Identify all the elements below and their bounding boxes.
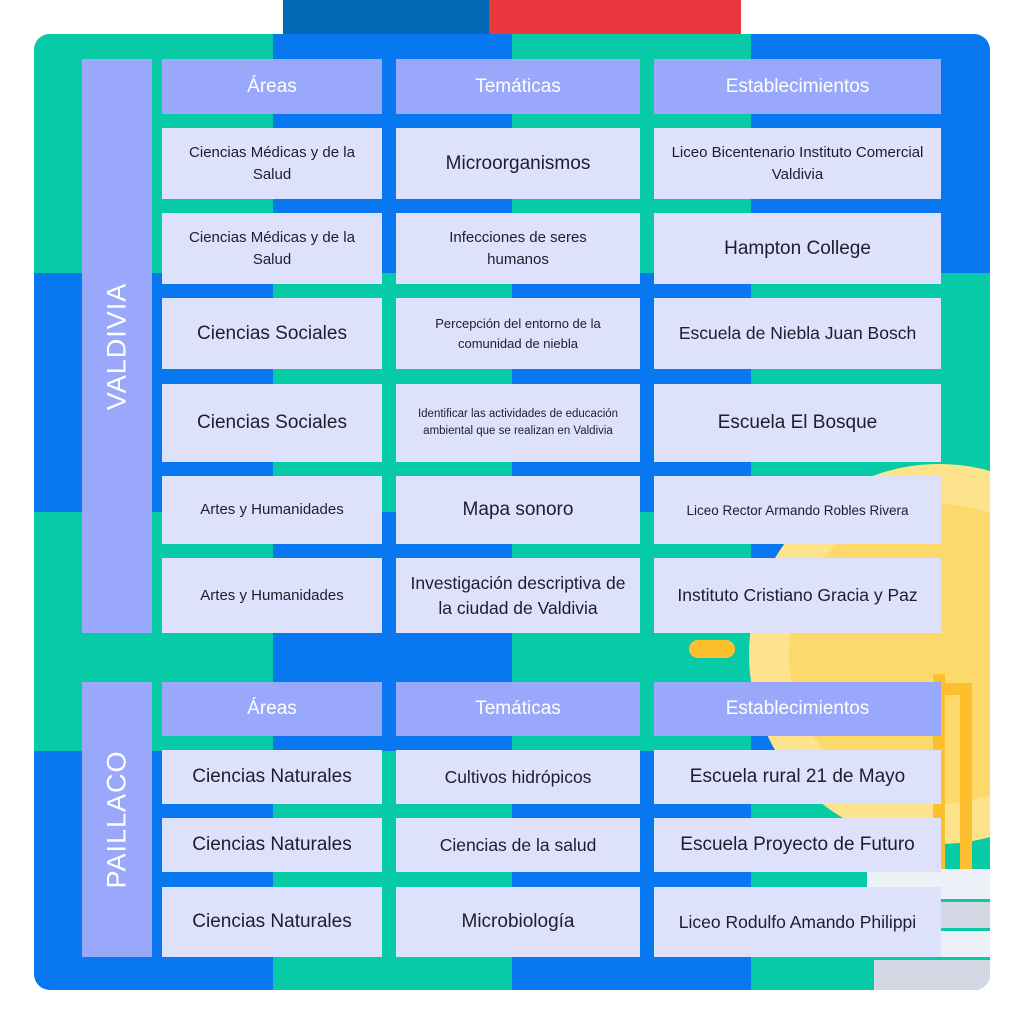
establecimiento-cell: Escuela Proyecto de Futuro [654,818,941,872]
flag-stripe-blue [283,0,489,34]
region-label-paillaco: PAILLACO [82,682,152,957]
area-cell: Ciencias Naturales [162,887,382,957]
tematica-cell: Identificar las actividades de educación… [396,384,640,462]
tematica-cell: Cultivos hidrópicos [396,750,640,804]
area-cell: Ciencias Naturales [162,818,382,872]
region-name: VALDIVIA [101,282,132,410]
tematica-cell: Mapa sonoro [396,476,640,544]
area-cell: Ciencias Médicas y de la Salud [162,213,382,284]
tematica-cell: Percepción del entorno de la comunidad d… [396,298,640,369]
column-header-tematicas: Temáticas [396,682,640,736]
area-cell: Ciencias Sociales [162,298,382,369]
establecimiento-cell: Escuela de Niebla Juan Bosch [654,298,941,369]
area-cell: Artes y Humanidades [162,558,382,633]
area-cell: Artes y Humanidades [162,476,382,544]
column-header-establecimientos: Establecimientos [654,682,941,736]
establecimiento-cell: Liceo Bicentenario Instituto Comercial V… [654,128,941,199]
flag-stripe-red [489,0,741,34]
tematica-cell: Investigación descriptiva de la ciudad d… [396,558,640,633]
column-header-establecimientos: Establecimientos [654,59,941,114]
establecimiento-cell: Escuela rural 21 de Mayo [654,750,941,804]
tematica-cell: Infecciones de seres humanos [396,213,640,284]
region-name: PAILLACO [101,750,132,889]
establecimiento-cell: Hampton College [654,213,941,284]
region-label-valdivia: VALDIVIA [82,59,152,633]
tematica-cell: Microorganismos [396,128,640,199]
establecimiento-cell: Instituto Cristiano Gracia y Paz [654,558,941,633]
establecimiento-cell: Liceo Rector Armando Robles Rivera [654,476,941,544]
column-header-areas: Áreas [162,59,382,114]
column-header-tematicas: Temáticas [396,59,640,114]
area-cell: Ciencias Naturales [162,750,382,804]
tematica-cell: Microbiología [396,887,640,957]
column-header-areas: Áreas [162,682,382,736]
area-cell: Ciencias Médicas y de la Salud [162,128,382,199]
tematica-cell: Ciencias de la salud [396,818,640,872]
establecimiento-cell: Liceo Rodulfo Amando Philippi [654,887,941,957]
establecimiento-cell: Escuela El Bosque [654,384,941,462]
area-cell: Ciencias Sociales [162,384,382,462]
